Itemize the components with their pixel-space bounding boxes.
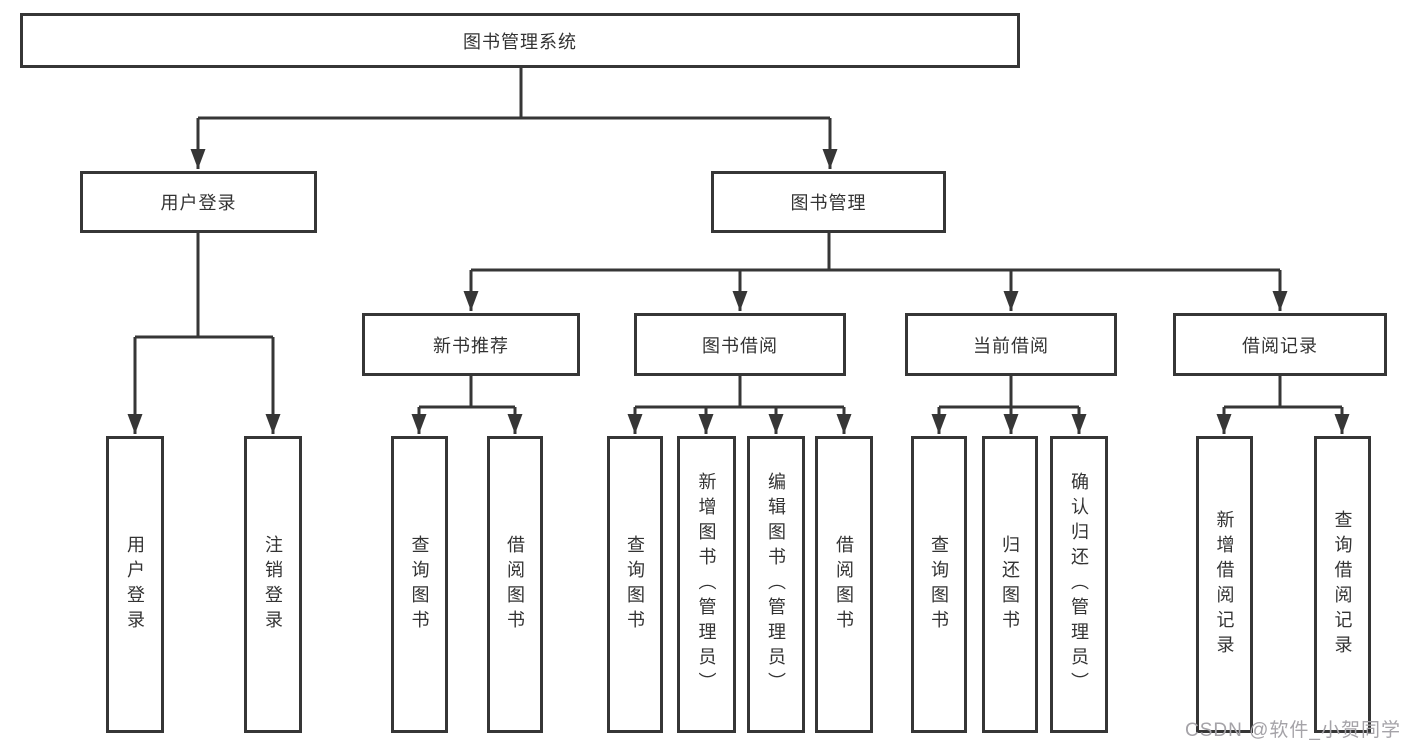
node-new-book-recommend: 新书推荐 bbox=[362, 313, 580, 376]
node-borrow-records: 借阅记录 bbox=[1173, 313, 1387, 376]
node-add-books-admin: 新增图书（管理员） bbox=[677, 436, 736, 733]
node-edit-books-admin: 编辑图书（管理员） bbox=[747, 436, 805, 733]
node-current-borrowing: 当前借阅 bbox=[905, 313, 1117, 376]
node-query-borrow-record: 查询借阅记录 bbox=[1314, 436, 1371, 733]
node-add-borrow-record: 新增借阅记录 bbox=[1196, 436, 1253, 733]
node-book-management: 图书管理 bbox=[711, 171, 946, 233]
node-confirm-return-admin: 确认归还（管理员） bbox=[1050, 436, 1108, 733]
node-user-login-leaf: 用户登录 bbox=[106, 436, 164, 733]
node-query-books-current: 查询图书 bbox=[911, 436, 967, 733]
node-library-system: 图书管理系统 bbox=[20, 13, 1020, 68]
node-user-login: 用户登录 bbox=[80, 171, 317, 233]
node-query-books-recommend: 查询图书 bbox=[391, 436, 448, 733]
node-return-books: 归还图书 bbox=[982, 436, 1038, 733]
node-borrow-books-leaf: 借阅图书 bbox=[815, 436, 873, 733]
node-book-borrowing: 图书借阅 bbox=[634, 313, 846, 376]
node-borrow-books-recommend: 借阅图书 bbox=[487, 436, 543, 733]
node-logout: 注销登录 bbox=[244, 436, 302, 733]
node-query-books-borrowing: 查询图书 bbox=[607, 436, 663, 733]
csdn-watermark: CSDN @软件_小贺同学 bbox=[1185, 720, 1401, 741]
